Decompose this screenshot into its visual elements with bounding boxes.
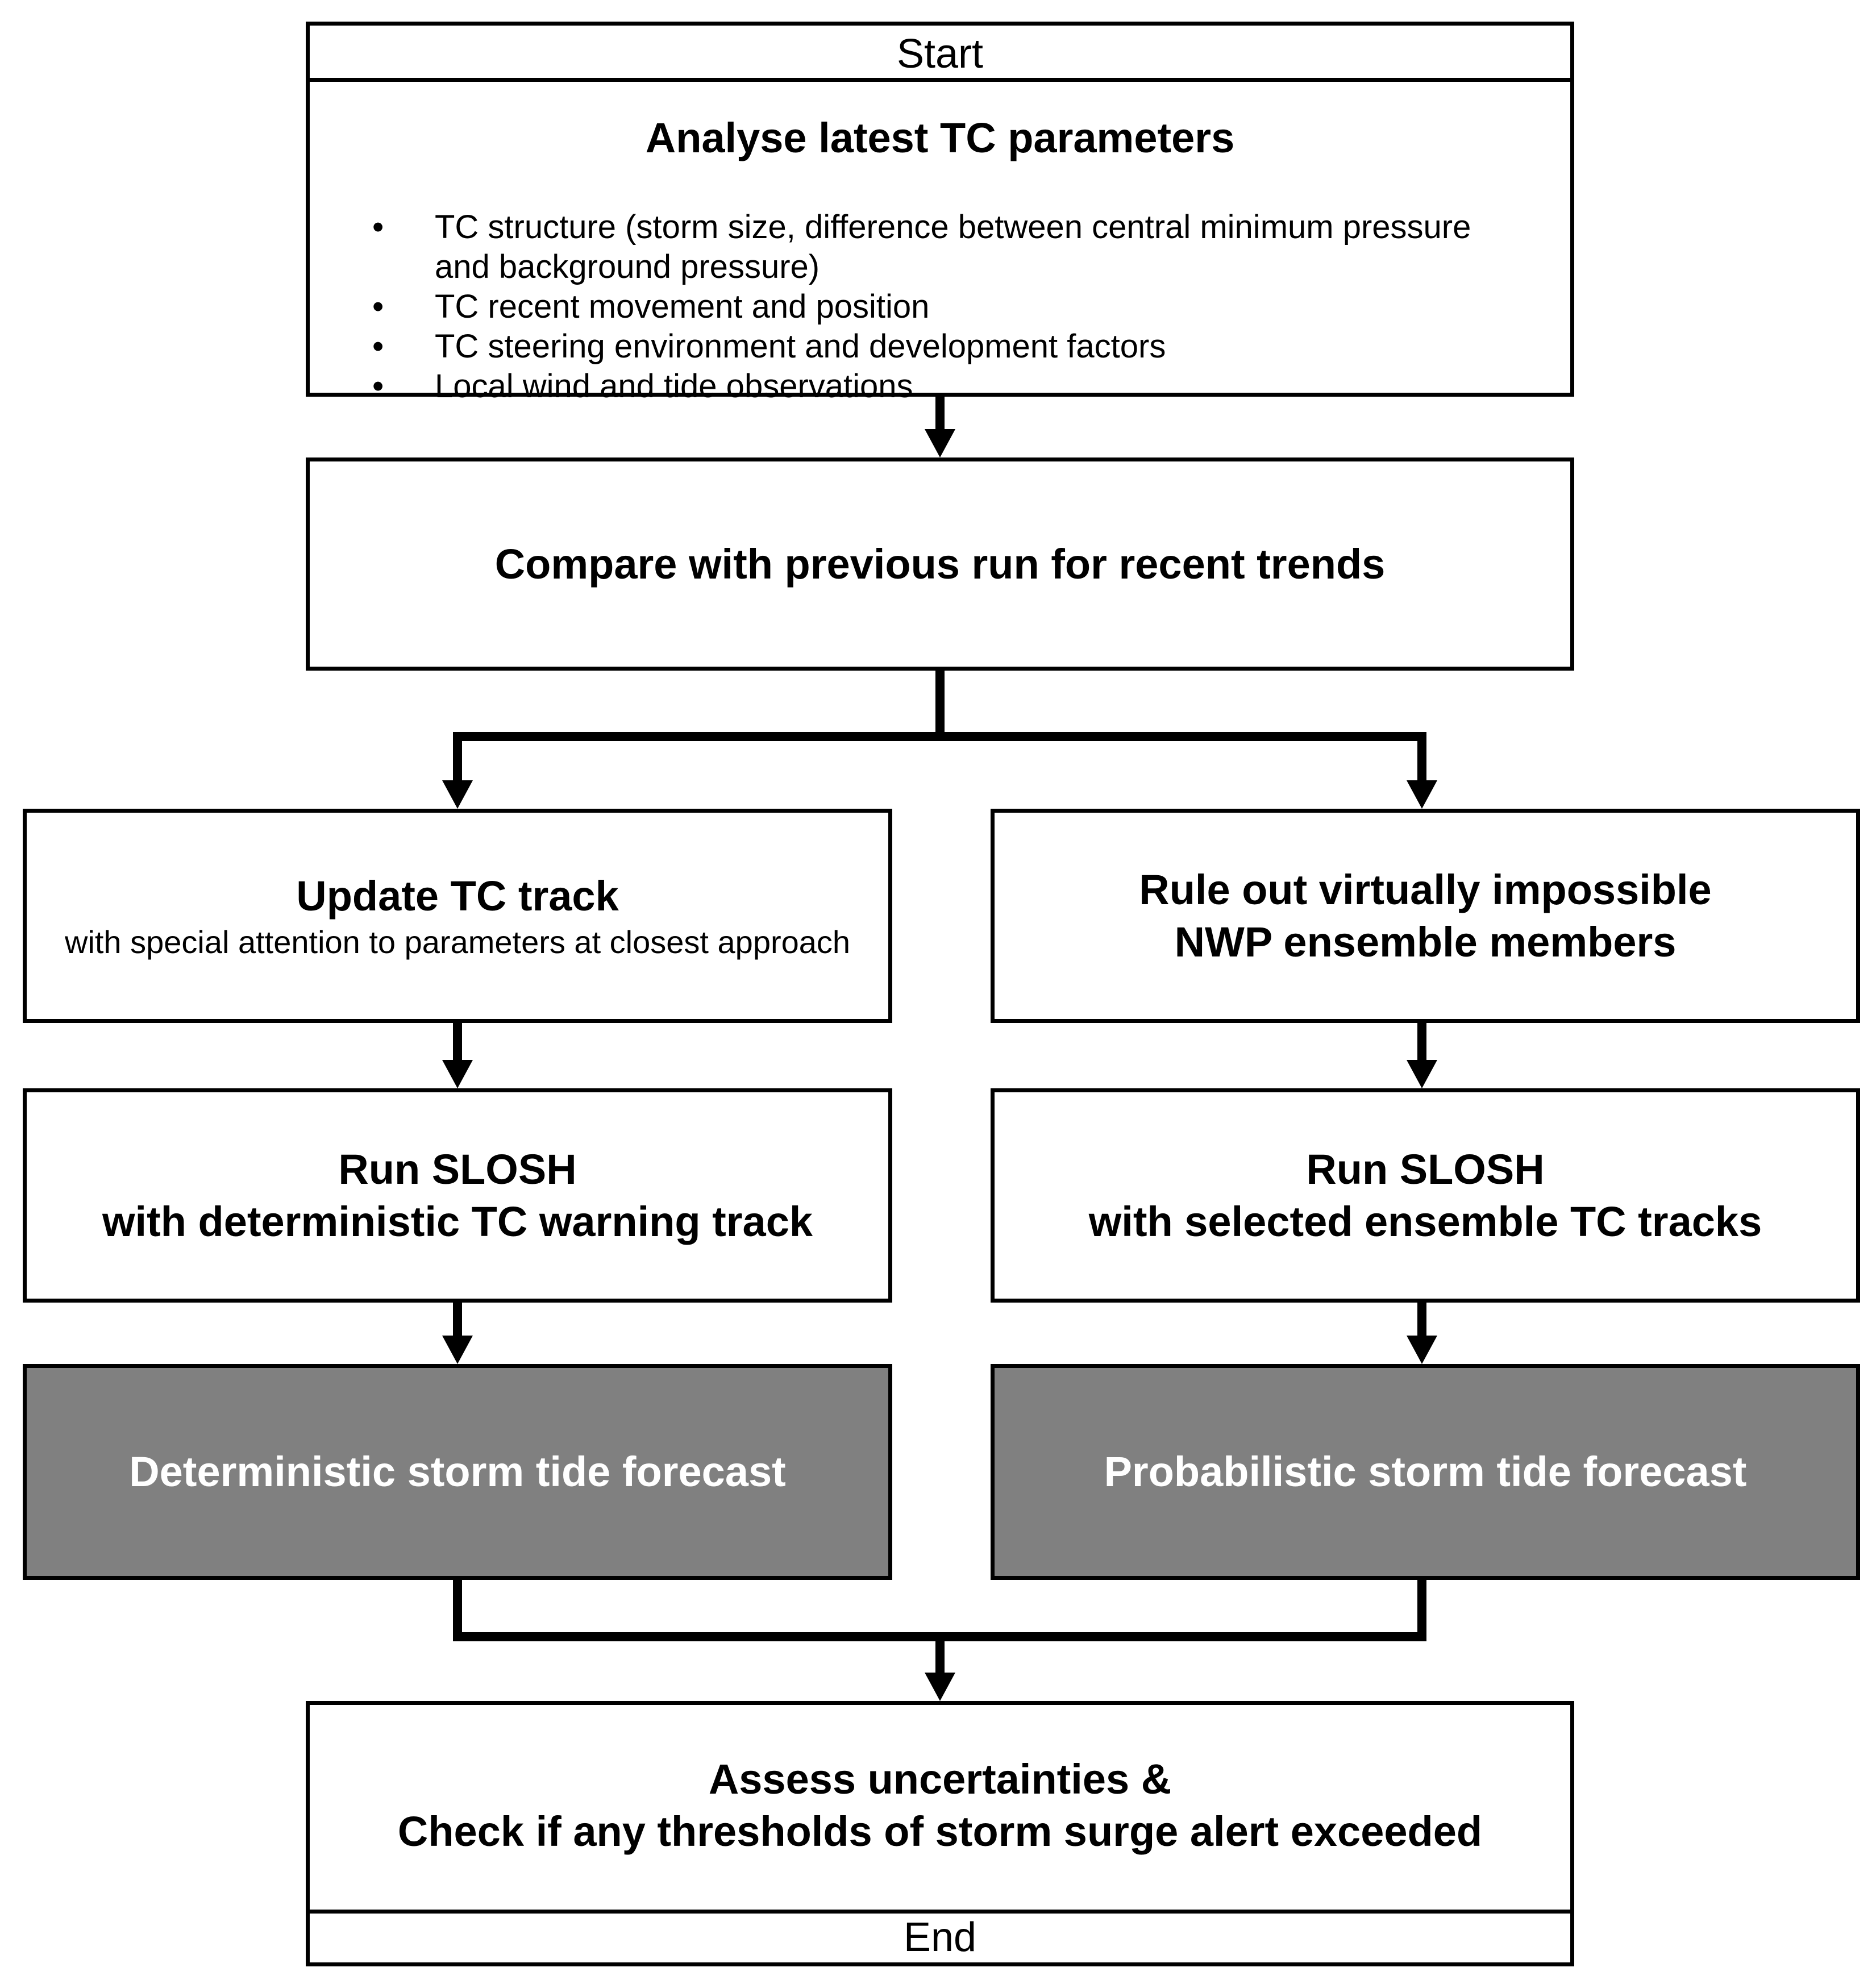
compare-box: Compare with previous run for recent tre… bbox=[306, 457, 1574, 671]
update-track-box: Update TC track with special attention t… bbox=[23, 809, 892, 1023]
run-slosh-subtitle: with deterministic TC warning track bbox=[102, 1197, 813, 1245]
start-label: Start bbox=[896, 31, 984, 77]
connector-line bbox=[453, 1580, 1426, 1641]
start-divider bbox=[310, 78, 1570, 82]
arrowhead bbox=[1407, 1060, 1437, 1088]
arrowhead bbox=[442, 1060, 473, 1088]
bullet-item: •TC recent movement and position bbox=[372, 288, 930, 325]
probabilistic-forecast-title: Probabilistic storm tide forecast bbox=[1104, 1448, 1747, 1495]
bullet-item: •Local wind and tide observations bbox=[372, 368, 913, 405]
assess-title: Assess uncertainties & bbox=[708, 1755, 1172, 1803]
deterministic-forecast-box: Deterministic storm tide forecast bbox=[23, 1364, 892, 1580]
bullet-item: •TC structure (storm size, difference be… bbox=[372, 209, 1471, 285]
analyse-box: Start Analyse latest TC parameters •TC s… bbox=[306, 22, 1574, 405]
arrowhead bbox=[1407, 780, 1437, 809]
arrowhead bbox=[442, 1336, 473, 1364]
rule-out-title: Rule out virtually impossible bbox=[1139, 866, 1712, 913]
update-track-title: Update TC track bbox=[296, 872, 619, 920]
compare-title: Compare with previous run for recent tre… bbox=[494, 540, 1386, 588]
connector-line bbox=[453, 732, 1426, 780]
assess-subtitle: Check if any thresholds of storm surge a… bbox=[397, 1807, 1483, 1855]
rule-out-subtitle: NWP ensemble members bbox=[1174, 918, 1677, 966]
analyse-bullet-list: •TC structure (storm size, difference be… bbox=[355, 207, 1502, 406]
assess-box: Assess uncertainties & Check if any thre… bbox=[306, 1701, 1574, 1966]
update-track-subtitle: with special attention to parameters at … bbox=[64, 924, 851, 960]
run-slosh-subtitle: with selected ensemble TC tracks bbox=[1088, 1197, 1762, 1245]
end-divider bbox=[310, 1910, 1570, 1914]
analyse-title: Analyse latest TC parameters bbox=[645, 114, 1235, 161]
run-slosh-deterministic-box: Run SLOSH with deterministic TC warning … bbox=[23, 1088, 892, 1303]
rule-out-box: Rule out virtually impossible NWP ensemb… bbox=[991, 809, 1860, 1023]
probabilistic-forecast-box: Probabilistic storm tide forecast bbox=[991, 1364, 1860, 1580]
run-slosh-title: Run SLOSH bbox=[1306, 1145, 1545, 1193]
arrowhead bbox=[1407, 1336, 1437, 1364]
run-slosh-title: Run SLOSH bbox=[338, 1145, 577, 1193]
arrowhead bbox=[442, 780, 473, 809]
arrowhead bbox=[925, 429, 955, 457]
deterministic-forecast-title: Deterministic storm tide forecast bbox=[129, 1448, 786, 1495]
run-slosh-ensemble-box: Run SLOSH with selected ensemble TC trac… bbox=[991, 1088, 1860, 1303]
bullet-item: •TC steering environment and development… bbox=[372, 328, 1166, 365]
end-label: End bbox=[903, 1915, 977, 1960]
arrowhead bbox=[925, 1673, 955, 1701]
